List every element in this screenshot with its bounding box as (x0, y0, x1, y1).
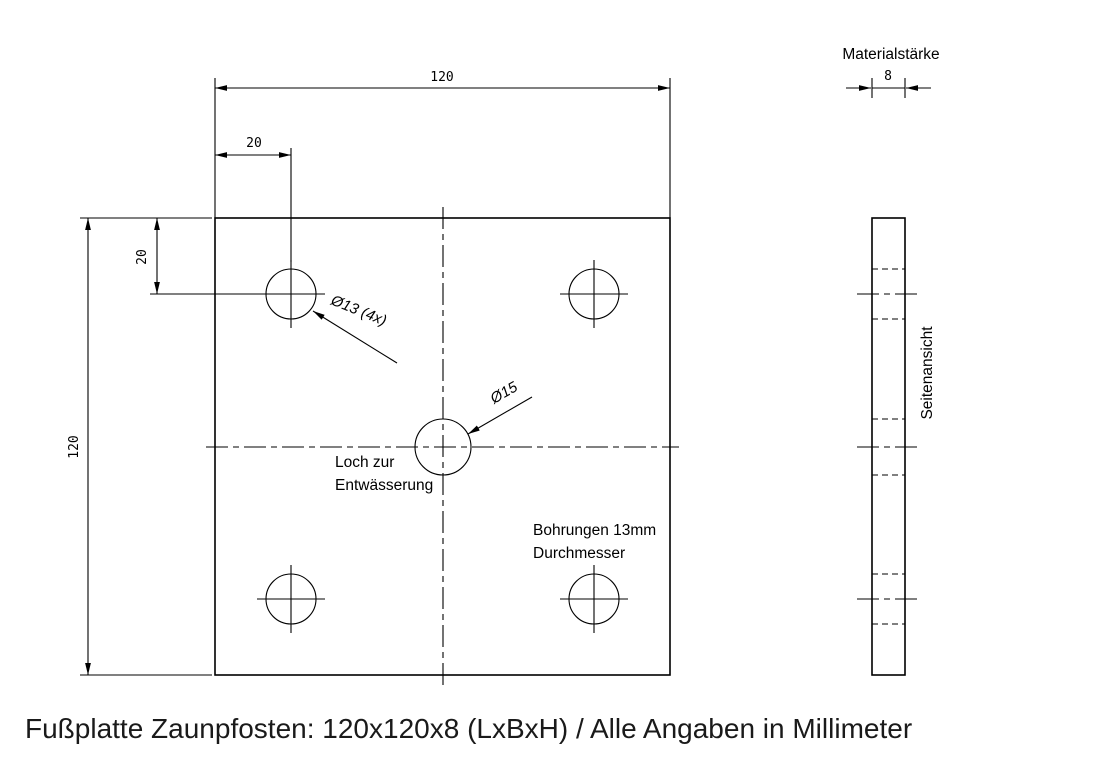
plate-centerlines (206, 207, 679, 686)
dim-thickness: 8 (846, 69, 931, 98)
holes-note-line1: Bohrungen 13mm (533, 522, 656, 539)
corner-holes (257, 260, 628, 633)
center-hole-leader-label: Ø15 (487, 378, 521, 408)
corner-hole-leader: Ø13 (4x) (312, 292, 398, 364)
holes-note: Bohrungen 13mm Durchmesser (533, 522, 656, 562)
drawing-caption: Fußplatte Zaunpfosten: 120x120x8 (LxBxH)… (25, 713, 912, 744)
dim-thickness-label: 8 (884, 69, 892, 84)
center-drain-hole (414, 418, 472, 476)
drain-note: Loch zur Entwässerung (335, 454, 433, 494)
dim-width: 120 (214, 70, 671, 218)
side-centerlines (857, 293, 920, 600)
drain-note-line1: Loch zur (335, 454, 394, 471)
holes-note-line2: Durchmesser (533, 545, 625, 562)
center-hole-leader: Ø15 (467, 378, 533, 435)
dim-hole-offset-x: 20 (215, 136, 292, 262)
front-view (206, 207, 679, 686)
dim-height-label: 120 (67, 435, 82, 458)
dim-height: 120 (67, 217, 212, 676)
front-view-dimensions: 120 20 120 20 (67, 70, 671, 676)
side-hidden-lines (872, 268, 905, 625)
dim-hole-offset-x-label: 20 (246, 136, 262, 151)
corner-hole-leader-label: Ø13 (4x) (328, 292, 389, 330)
dim-width-label: 120 (430, 70, 453, 85)
hole-crosshairs (257, 260, 628, 633)
side-view: 8 Materialstärke Seitenansicht (842, 46, 940, 676)
front-view-annotations: Ø13 (4x) Ø15 Loch zur Entwässerung Bohru… (312, 292, 656, 562)
side-view-label: Seitenansicht (919, 326, 936, 420)
drain-note-line2: Entwässerung (335, 477, 433, 494)
dim-hole-offset-y-label: 20 (135, 249, 150, 265)
dim-hole-offset-y: 20 (135, 218, 258, 295)
side-view-title: Materialstärke (842, 46, 939, 63)
